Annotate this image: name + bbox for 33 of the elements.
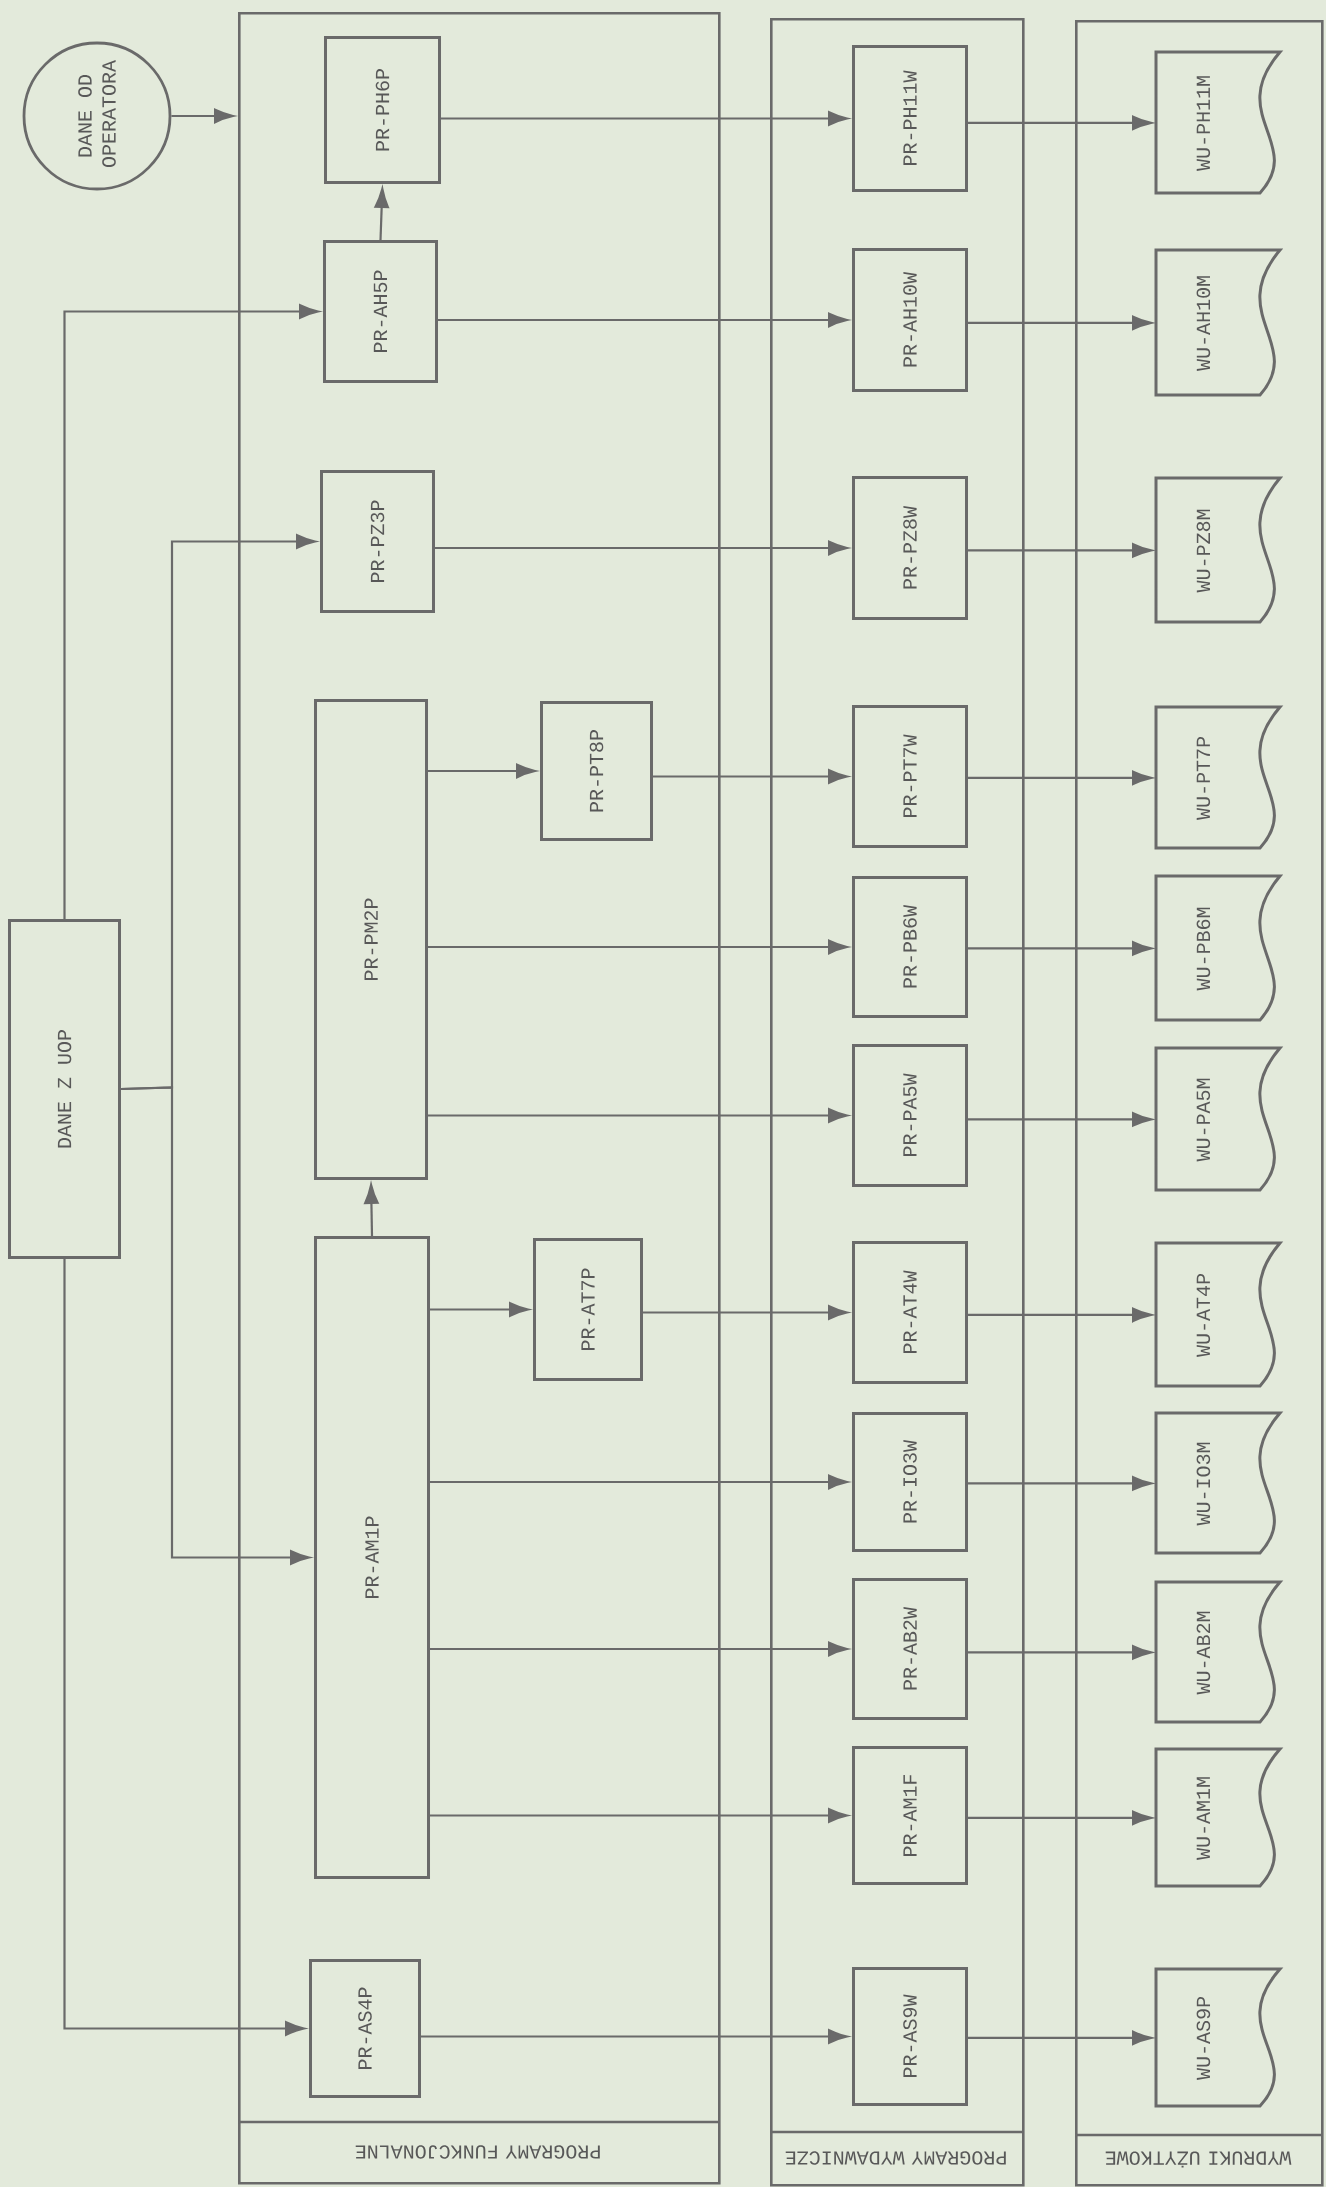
process-box: PR-PM2P [314,699,428,1180]
arrow [968,315,1153,331]
process-box: PR-AM1F [852,1746,968,1885]
process-box: PR-AM1P [314,1236,430,1879]
process-box: PR-PT7W [852,705,968,848]
process-box: DANE Z UOP [8,919,121,1259]
arrow [968,770,1153,786]
process-box: PR-PH6P [324,36,441,184]
arrow [968,2030,1153,2046]
process-box: PR-AH10W [852,248,968,392]
process-box: PR-PA5W [852,1044,968,1187]
process-box: PR-AH5P [323,240,438,383]
process-box: PR-PH11W [852,45,968,192]
process-box: PR-AT4W [852,1241,968,1384]
arrow [428,939,849,955]
process-box: PR-PT8P [540,701,653,841]
arrow [430,1474,849,1490]
process-box: PR-IO3W [852,1412,968,1552]
arrow [171,108,235,124]
arrow [430,1641,849,1657]
process-box: PR-PZ3P [320,470,435,613]
process-box: PR-PZ8W [852,476,968,620]
process-box: PR-AT7P [533,1238,643,1381]
process-box: PR-AS9W [852,1967,968,2106]
process-box: PR-AS4P [309,1959,421,2098]
arrow [968,1810,1153,1826]
process-box: PR-PB6W [852,876,968,1018]
arrow [968,115,1153,131]
arrow [438,312,849,328]
arrow [428,763,537,779]
process-box: PR-AB2W [852,1578,968,1720]
arrow [968,1307,1153,1323]
arrow [435,540,849,556]
